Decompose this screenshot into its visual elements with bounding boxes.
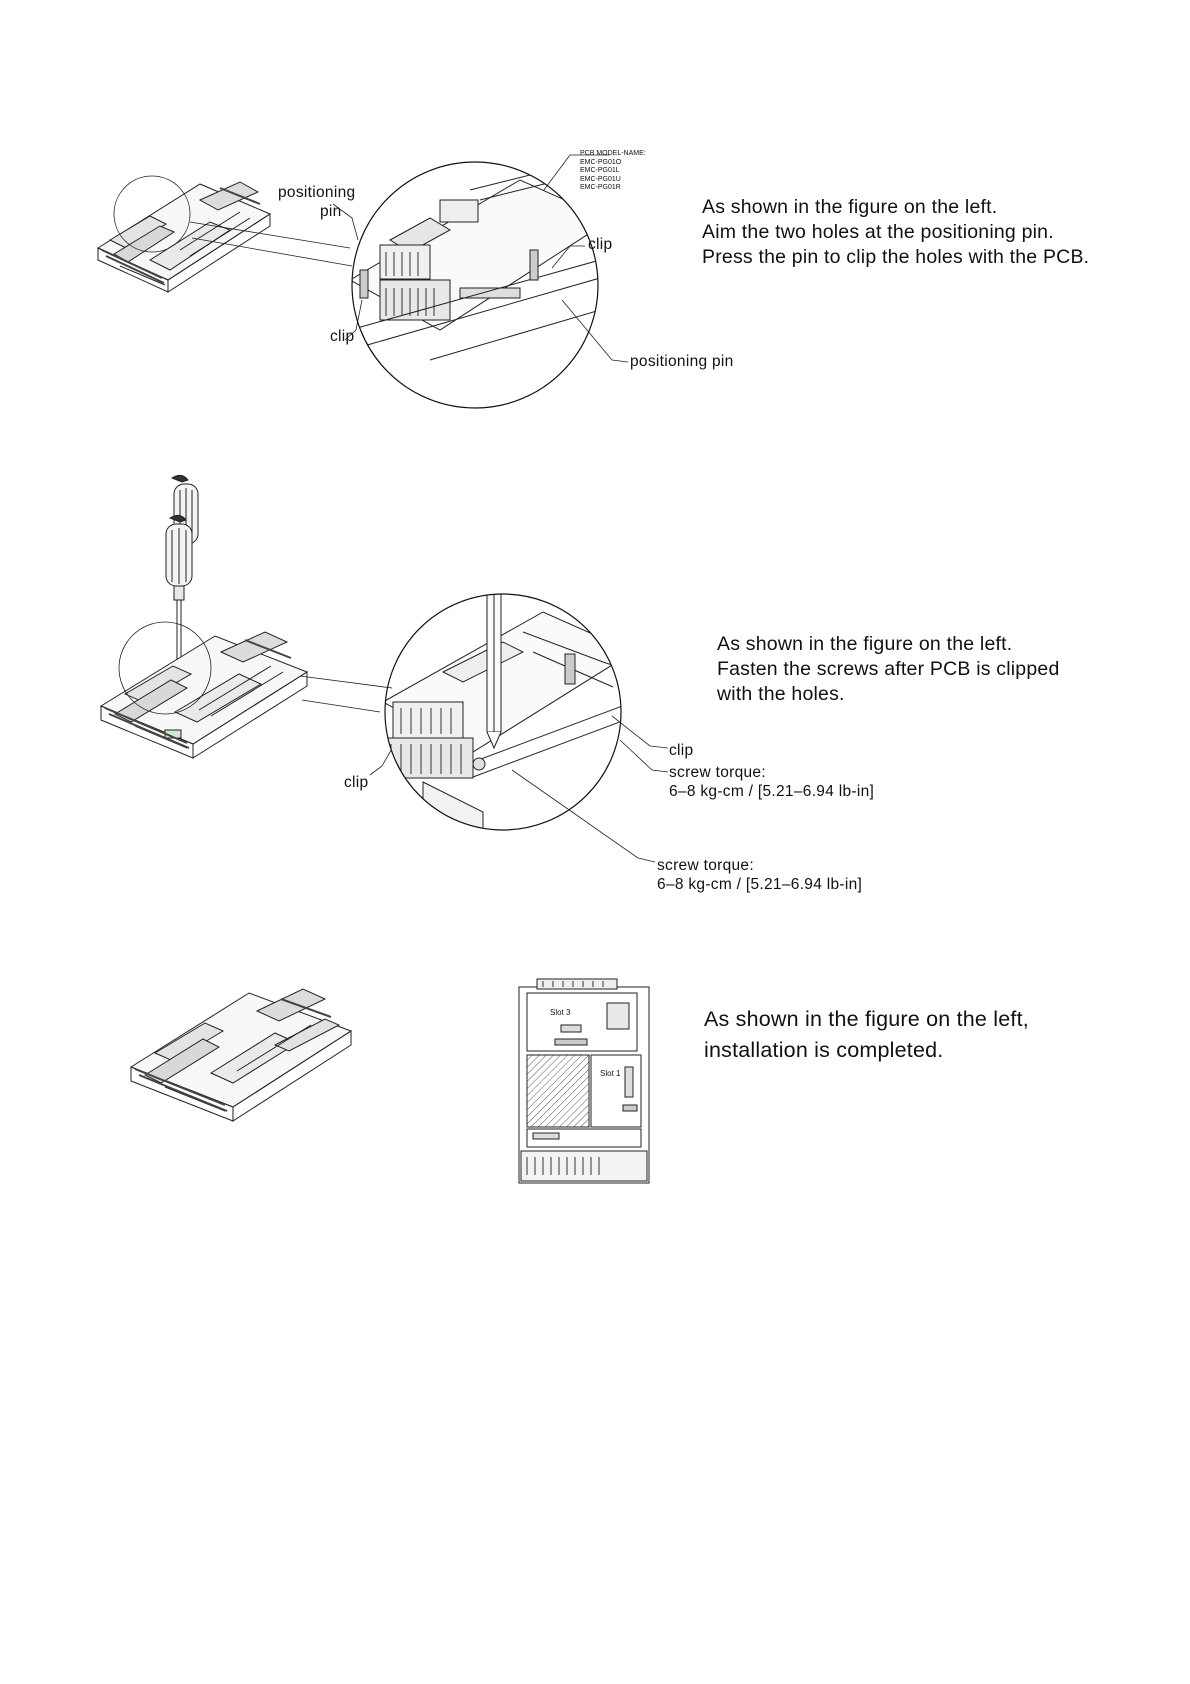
step1-board-illustration xyxy=(96,175,272,293)
label-clip-left-2: clip xyxy=(344,774,369,791)
step1-line: As shown in the figure on the left. xyxy=(702,196,998,218)
torque-value: 6–8 kg-cm / [5.21–6.94 lb-in] xyxy=(669,783,875,800)
torque-value: 6–8 kg-cm / [5.21–6.94 lb-in] xyxy=(657,876,863,893)
step2-line: with the holes. xyxy=(717,683,845,705)
label-clip-right-2: clip xyxy=(669,742,694,759)
step3-instructions: As shown in the figure on the left, inst… xyxy=(704,1004,1029,1066)
model-name-header: PCB MODEL-NAME: xyxy=(580,150,646,157)
label-clip-top-1: clip xyxy=(588,236,613,253)
torque-title: screw torque: xyxy=(669,764,766,781)
torque-title: screw torque: xyxy=(657,857,754,874)
step1-zoom-detail xyxy=(351,161,599,409)
torque-label-b: screw torque: 6–8 kg-cm / [5.21–6.94 lb-… xyxy=(657,856,862,894)
model-name-item: EMC-PG01O xyxy=(580,158,622,166)
step3-line: installation is completed. xyxy=(704,1038,944,1062)
slot3-label: Slot 3 xyxy=(550,1008,571,1017)
step2-instructions: As shown in the figure on the left. Fast… xyxy=(717,632,1060,707)
label-pin: pin xyxy=(320,203,342,220)
step2-board-illustration xyxy=(99,621,309,759)
step2-line: Fasten the screws after PCB is clipped xyxy=(717,658,1060,680)
label-positioning-pin: positioning pin xyxy=(630,353,734,370)
step1-line: Press the pin to clip the holes with the… xyxy=(702,246,1090,268)
step1-line: Aim the two holes at the positioning pin… xyxy=(702,221,1054,243)
label-clip-left-1: clip xyxy=(330,328,355,345)
step1-instructions: As shown in the figure on the left. Aim … xyxy=(702,195,1089,270)
model-name-item: EMC-PG01U xyxy=(580,175,621,183)
step2-line: As shown in the figure on the left. xyxy=(717,633,1013,655)
model-name-item: EMC-PG01R xyxy=(580,184,621,192)
label-positioning: positioning xyxy=(278,184,356,201)
step3-line: As shown in the figure on the left, xyxy=(704,1007,1029,1031)
step3-top-view-illustration xyxy=(518,978,650,1184)
pcb-model-names: PCB MODEL-NAME: EMC-PG01O EMC-PG01L EMC-… xyxy=(580,150,646,193)
model-name-item: EMC-PG01L xyxy=(580,167,620,175)
step2-zoom-detail xyxy=(384,593,622,831)
slot1-label: Slot 1 xyxy=(600,1069,621,1078)
step3-board-illustration xyxy=(129,988,353,1122)
torque-label-a: screw torque: 6–8 kg-cm / [5.21–6.94 lb-… xyxy=(669,763,874,801)
screwdriver-illustration xyxy=(165,474,199,666)
